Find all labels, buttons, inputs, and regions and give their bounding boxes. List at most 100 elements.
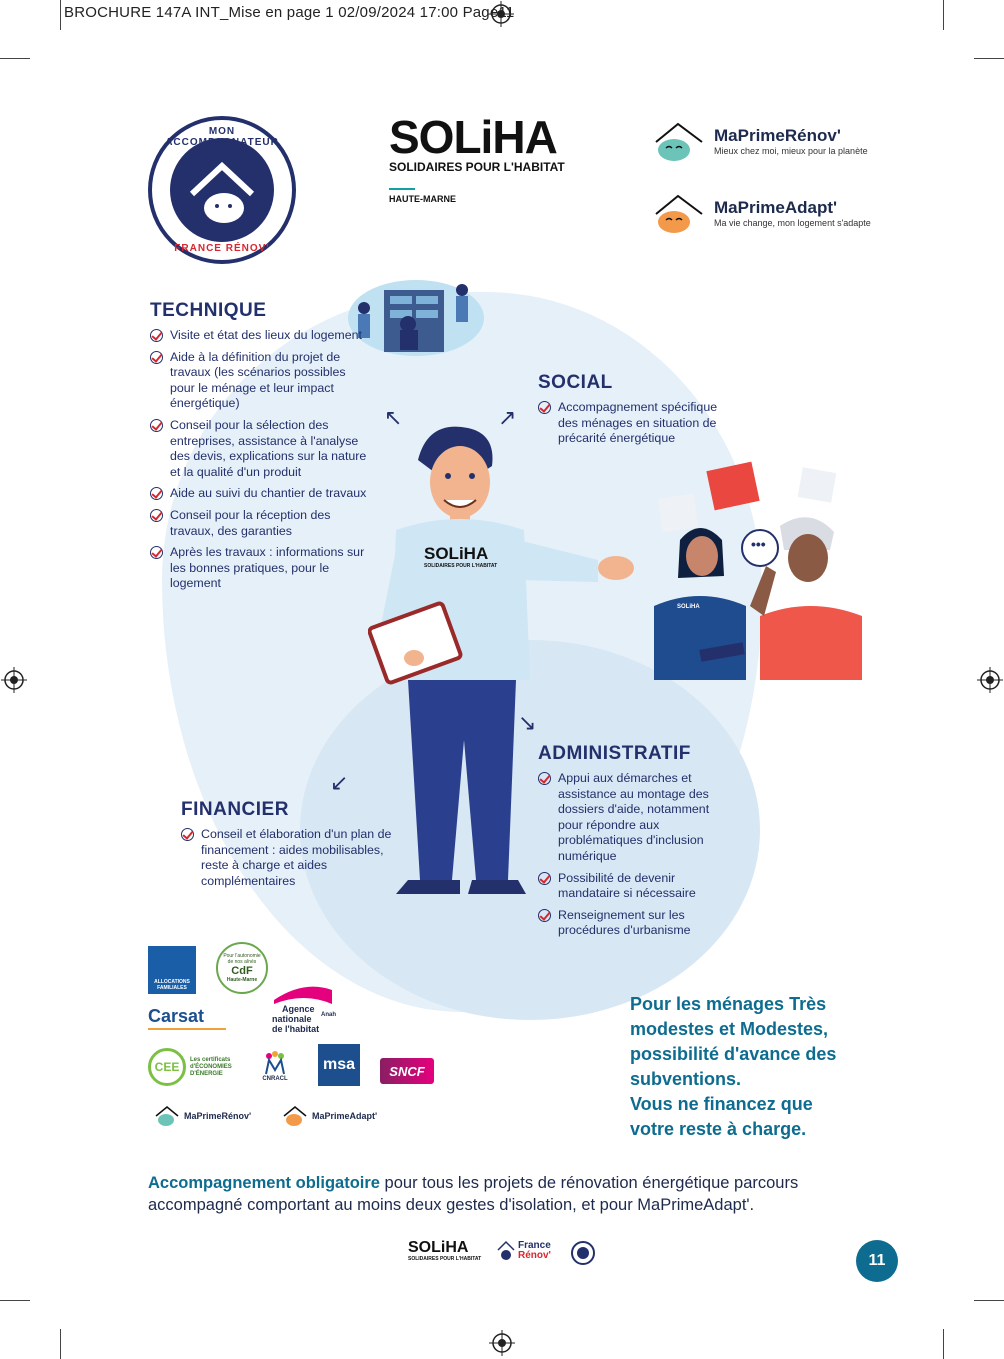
registration-mark-icon xyxy=(488,1,514,27)
list-item: Renseignement sur les procédures d'urban… xyxy=(538,908,720,939)
woman-shirt-logo: SOLiHA xyxy=(677,604,700,610)
carsat-logo: Carsat xyxy=(148,1004,226,1030)
cdf-haute-marne-logo: Pour l'autonomie de nos aînés CdF Haute-… xyxy=(216,942,268,994)
social-list: Accompagnement spécifique des ménages en… xyxy=(538,400,738,447)
footer-seal-icon xyxy=(571,1241,595,1265)
maprimerenov-title: MaPrimeRénov' xyxy=(714,126,841,145)
highlight-line: Pour les ménages Très xyxy=(630,994,827,1014)
seal-bottom-text: FRANCE RÉNOV' xyxy=(174,243,270,254)
advisor-man-illustration xyxy=(368,426,634,894)
cee-logo-badge: CEE xyxy=(148,1048,186,1086)
background-blob-lower xyxy=(300,640,760,1020)
soliha-name-part1: SOLi xyxy=(389,111,493,163)
check-icon xyxy=(181,828,194,841)
cnracl-logo-text: CNRACL xyxy=(262,1076,288,1082)
crop-mark xyxy=(974,58,1004,59)
check-icon xyxy=(150,508,163,522)
maprimerenov-small-logo: MaPrimeRénov' xyxy=(154,1104,264,1128)
list-item: Appui aux démarches et assistance au mon… xyxy=(538,771,720,865)
office-workers-illustration xyxy=(348,280,484,356)
registration-mark-icon xyxy=(489,1330,515,1356)
shirt-logo-sub: SOLIDAIRES POUR L'HABITAT xyxy=(424,563,498,569)
section-title: FINANCIER xyxy=(181,799,289,820)
crop-mark xyxy=(943,0,944,30)
check-icon xyxy=(150,487,163,501)
footnote-strong: Accompagnement obligatoire xyxy=(148,1174,380,1192)
anah-line1: Agence xyxy=(282,1004,315,1014)
anah-swoosh-icon xyxy=(274,986,332,1004)
france-renov-house-icon xyxy=(497,1240,515,1260)
footer-soliha-tag: SOLIDAIRES POUR L'HABITAT xyxy=(408,1256,482,1262)
cnracl-logo: CNRACL xyxy=(258,1046,292,1086)
crop-mark xyxy=(943,1329,944,1359)
footer-soliha-logo: SOLiHA SOLIDAIRES POUR L'HABITAT xyxy=(408,1240,482,1263)
shirt-logo-text: SOLiHA xyxy=(424,544,489,563)
arrow-up-right-icon: ↗ xyxy=(498,405,517,430)
sncf-logo-text: SNCF xyxy=(389,1063,425,1079)
section-financier: FINANCIER Conseil et élaboration d'un pl… xyxy=(181,799,397,895)
check-icon xyxy=(150,546,163,560)
section-social: SOCIAL Accompagnement spécifique des mén… xyxy=(538,372,738,453)
footnote-paragraph: Accompagnement obligatoire pour tous les… xyxy=(148,1172,868,1216)
highlight-line: votre reste à charge. xyxy=(630,1119,807,1139)
soliha-location: HAUTE-MARNE xyxy=(389,194,456,204)
administratif-list: Appui aux démarches et assistance au mon… xyxy=(538,771,720,939)
cee-logo: CEE Les certificats d'ÉCONOMIES D'ÉNERGI… xyxy=(148,1046,244,1088)
accompagnateur-renov-seal: MON ACCOMPAGNATEUR RÉNOV' FRANCE RÉNOV' xyxy=(148,116,296,264)
check-icon xyxy=(538,908,551,922)
check-icon xyxy=(150,418,163,432)
print-slug: BROCHURE 147A INT_Mise en page 1 02/09/2… xyxy=(64,4,515,21)
crop-mark xyxy=(0,1300,30,1301)
highlight-box: Pour les ménages Très modestes et Modest… xyxy=(630,992,880,1142)
technique-list: Visite et état des lieux du logement Aid… xyxy=(150,328,370,592)
maprimeadapt-logo: MaPrimeAdapt' Ma vie change, mon logemen… xyxy=(652,192,871,234)
arrow-down-left-icon: ↙ xyxy=(330,770,349,795)
maprimeadapt-small-text: MaPrimeAdapt' xyxy=(312,1111,378,1121)
france-renov-text-2: Rénov' xyxy=(518,1250,551,1261)
maprimeadapt-subtitle: Ma vie change, mon logement s'adapte xyxy=(714,218,871,228)
check-icon xyxy=(150,350,163,364)
cdf-line1: Pour l'autonomie de nos aînés xyxy=(223,953,261,965)
house-face-icon xyxy=(655,122,703,161)
check-icon xyxy=(538,871,551,885)
crop-mark xyxy=(974,1300,1004,1301)
section-title: ADMINISTRATIF xyxy=(538,743,691,764)
list-item: Conseil pour la sélection des entreprise… xyxy=(150,418,370,480)
section-title: SOCIAL xyxy=(538,372,613,393)
msa-logo: msa xyxy=(318,1044,360,1086)
highlight-line: Vous ne financez que xyxy=(630,1094,813,1114)
france-renov-text-1: France xyxy=(518,1240,551,1251)
footnote-rest: pour tous les projets de rénovation éner… xyxy=(148,1174,799,1214)
financier-list: Conseil et élaboration d'un plan de fina… xyxy=(181,827,397,889)
anah-line3: de l'habitat xyxy=(272,1024,320,1034)
cee-logo-text: Les certificats d'ÉCONOMIES D'ÉNERGIE xyxy=(190,1056,232,1077)
maprimerenov-logo: MaPrimeRénov' Mieux chez moi, mieux pour… xyxy=(652,120,868,162)
cdf-line2: CdF xyxy=(231,965,253,977)
footer-france-renov-logo: France Rénov' xyxy=(496,1240,551,1262)
check-icon xyxy=(538,772,551,785)
list-item: Aide à la définition du projet de travau… xyxy=(150,350,370,412)
soliha-name-part2: HA xyxy=(492,111,557,163)
section-title: TECHNIQUE xyxy=(150,300,267,321)
list-item: Après les travaux : informations sur les… xyxy=(150,545,370,592)
maprimeadapt-title: MaPrimeAdapt' xyxy=(714,198,838,217)
highlight-line: possibilité d'avance des xyxy=(630,1044,837,1064)
list-item: Visite et état des lieux du logement xyxy=(150,328,370,344)
anah-logo: Agence nationale de l'habitat Anah xyxy=(272,980,336,1034)
registration-mark-icon xyxy=(977,667,1003,693)
list-item: Possibilité de devenir mandataire si néc… xyxy=(538,871,720,902)
seal-center xyxy=(170,138,274,242)
list-item: Conseil pour la réception des travaux, d… xyxy=(150,508,370,539)
soliha-logo: SOLiHA SOLIDAIRES POUR L'HABITAT HAUTE-M… xyxy=(389,114,565,204)
speech-bubble-dots: ••• xyxy=(751,536,766,552)
maprimerenov-small-text: MaPrimeRénov' xyxy=(184,1111,252,1121)
anah-tag: Anah xyxy=(321,1012,336,1018)
section-technique: TECHNIQUE Visite et état des lieux du lo… xyxy=(150,300,370,598)
section-administratif: ADMINISTRATIF Appui aux démarches et ass… xyxy=(538,743,720,945)
arrow-up-left-icon: ↖ xyxy=(384,405,403,430)
anah-line2: nationale xyxy=(272,1014,312,1024)
caf-logo-text: ALLOCATIONS FAMILIALES xyxy=(154,979,190,991)
soliha-tagline: SOLIDAIRES POUR L'HABITAT xyxy=(389,160,565,174)
cdf-line3: Haute-Marne xyxy=(226,977,258,983)
highlight-line: modestes et Modestes, xyxy=(630,1019,829,1039)
